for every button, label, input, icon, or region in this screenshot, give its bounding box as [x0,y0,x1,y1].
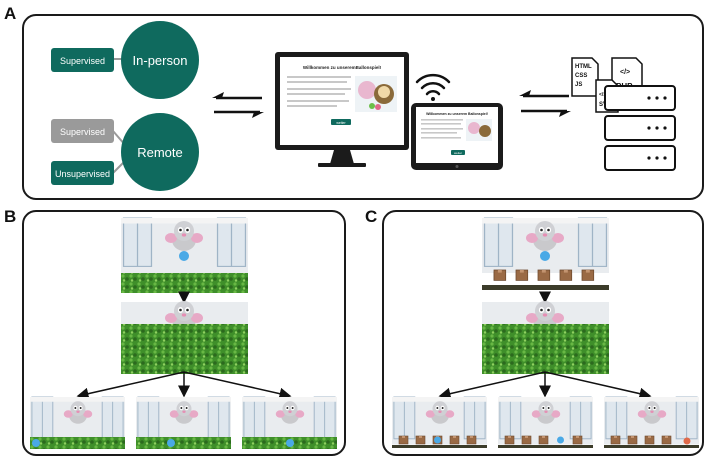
tablet-title: Willkommen zu unserem Ballonspiel! [426,112,488,116]
scene-c-bottom-right [603,396,700,448]
file-svg-code-label: </> [599,92,606,98]
file-code-label: </> [620,69,630,76]
node-supervised-remote: Supervised [51,119,114,143]
node-unsupervised: Unsupervised [51,161,114,185]
tablet-button: weiter [454,151,462,155]
scene-c-top [481,217,610,290]
double-arrow-left [212,92,264,118]
scene-b-middle [121,301,248,374]
panel-letter-c: C [365,207,378,226]
scene-b-bottom-center [135,396,232,449]
node-remote: Remote [121,113,199,191]
scene-c-bottom-left [391,396,488,448]
wifi-icon [415,73,451,101]
file-css-label: CSS [575,73,587,79]
scene-b-bottom-left [29,396,126,449]
file-html-label: HTML [575,64,592,70]
monitor-button: weiter [336,121,346,125]
supervised-label-2: Supervised [60,127,105,137]
file-js-label: JS [575,82,582,88]
scene-c-bottom-center [497,396,594,448]
monitor-title: Willkommen zu unseremBallonspiel! [303,65,382,70]
scene-b-bottom-right [241,396,338,449]
node-in-person-label: In-person [133,53,188,68]
monitor-icon: Willkommen zu unseremBallonspiel! weiter [275,52,409,167]
node-supervised-in-person: Supervised [51,48,114,72]
node-remote-label: Remote [137,145,183,160]
node-in-person: In-person [121,21,199,99]
double-arrow-right [519,90,571,117]
panel-letter-b: B [4,207,17,226]
scene-b-top [120,217,249,293]
server-stack-icon [604,85,676,171]
unsupervised-label: Unsupervised [55,169,110,179]
tablet-icon: Willkommen zu unserem Ballonspiel! weite… [411,103,503,170]
supervised-label-1: Supervised [60,56,105,66]
scene-c-middle [482,301,609,374]
panel-letter-a: A [4,4,17,23]
